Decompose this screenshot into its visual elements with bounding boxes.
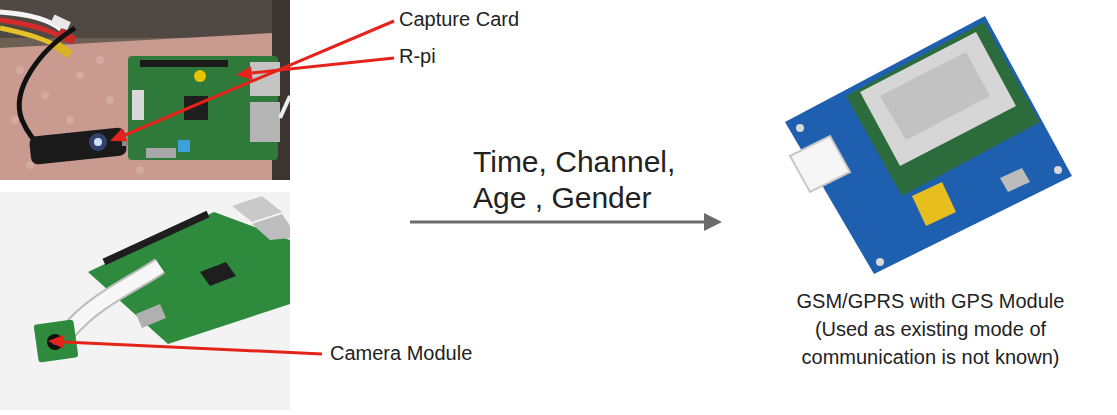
gsm-module-photo bbox=[785, 16, 1072, 274]
camera-setup-group: Capture CardR-piCamera Module bbox=[0, 0, 410, 415]
callout-label: Camera Module bbox=[330, 342, 472, 365]
arrow-shaft bbox=[410, 221, 704, 224]
text-holder: Capture Card bbox=[399, 8, 519, 31]
arrow-head bbox=[704, 213, 722, 231]
capture-setup-photo bbox=[0, 0, 290, 180]
text-holder: Camera Module bbox=[330, 342, 472, 365]
gsm-module-group: GSM/GPRS with GPS Module (Used as existi… bbox=[722, 0, 1117, 415]
edge-label: Time, Channel, Age , Gender bbox=[473, 144, 713, 216]
callout-label: Capture Card bbox=[399, 8, 519, 31]
camera-module-photo bbox=[0, 192, 290, 410]
callout-label: R-pi bbox=[399, 45, 436, 68]
text-holder: Time, Channel, Age , Gender bbox=[473, 144, 713, 216]
flow-arrow bbox=[410, 213, 722, 231]
leader-arrows bbox=[48, 21, 394, 354]
module-caption: GSM/GPRS with GPS Module (Used as existi… bbox=[788, 287, 1073, 371]
text-holder: GSM/GPRS with GPS Module (Used as existi… bbox=[788, 287, 1073, 371]
text-holder: R-pi bbox=[399, 45, 436, 68]
